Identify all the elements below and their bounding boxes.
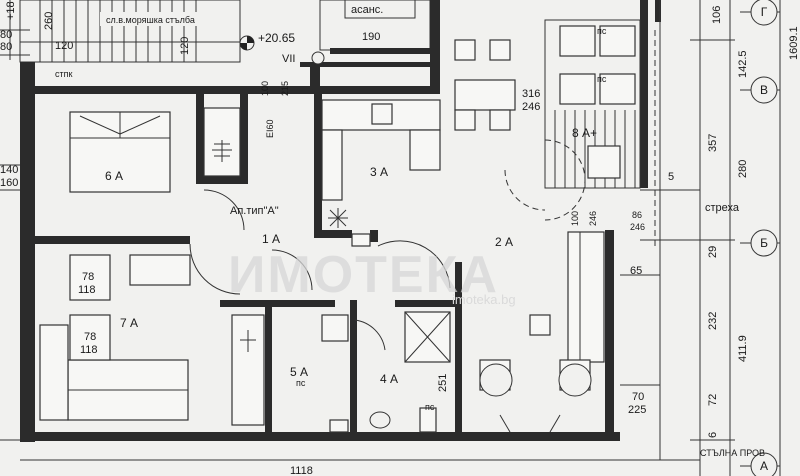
dim-160: 160	[0, 177, 18, 189]
kitchen-counter	[321, 99, 441, 247]
dim-246-c: 246	[630, 222, 645, 232]
dim-29: 29	[707, 246, 719, 258]
dim-411-9: 411.9	[737, 335, 749, 362]
room-8a: 8 А+	[572, 126, 597, 140]
dim-120-a: 120	[55, 40, 73, 52]
dim-357: 357	[707, 134, 719, 152]
terrace-8a	[544, 0, 661, 460]
stpk-label: стпк	[55, 69, 72, 79]
bed-7a	[39, 254, 265, 426]
dim-251: 251	[437, 374, 449, 392]
dim-190: 190	[362, 31, 380, 43]
dim-215: 215	[280, 81, 290, 96]
axis-b: Б	[760, 236, 768, 250]
right-dimension-lines	[20, 0, 781, 476]
ps-label-4a: пс	[425, 402, 435, 412]
dim-246-a: 246	[522, 101, 540, 113]
dim-280: 280	[737, 160, 749, 178]
dim-1118: 1118	[290, 465, 313, 476]
watermark-brand: ИМОТЕКА	[228, 246, 499, 304]
room-7a: 7 А	[120, 316, 138, 330]
dim-260: 260	[43, 12, 55, 30]
level-marker	[239, 35, 325, 65]
dim-65: 65	[630, 265, 642, 277]
dim-142-5: 142.5	[737, 50, 749, 78]
room-4a: 4 А	[380, 372, 398, 386]
dim-118-b: 118	[80, 344, 98, 356]
bed-6a	[69, 111, 171, 193]
dim-118-a: 118	[78, 284, 96, 296]
living-furniture	[479, 231, 605, 433]
dim-225: 225	[628, 404, 646, 416]
dim-72: 72	[707, 394, 719, 406]
bottom-label: СТЪЛНА ПРОВ	[700, 448, 765, 458]
dim-120-b: 120	[179, 37, 191, 55]
bathroom-4a	[369, 311, 451, 433]
level-mark: +20.65	[258, 31, 295, 45]
room-3a: 3 А	[370, 165, 388, 179]
dim-140: 140	[0, 164, 18, 176]
watermark-site: imoteka.bg	[452, 292, 516, 307]
apartment-type: Ап.тип"А"	[230, 205, 279, 217]
dim-plus-18: +18	[5, 1, 17, 20]
dim-86: 86	[632, 210, 642, 220]
dim-6: 6	[707, 432, 719, 438]
dim-80: 80	[0, 29, 12, 41]
walls	[20, 0, 661, 442]
room-6a: 6 А	[105, 169, 123, 183]
bathroom-5a	[321, 314, 349, 433]
dim-106: 106	[711, 6, 723, 24]
axis-g: Г	[761, 5, 768, 19]
dim-232: 232	[707, 312, 719, 330]
dim-78-a: 78	[82, 271, 94, 283]
floor-number: VII	[282, 53, 295, 65]
ei60-label: EI60	[265, 119, 275, 138]
dim-100-b: 100	[570, 211, 580, 226]
room-5a: 5 А	[290, 365, 308, 379]
wardrobe	[203, 107, 241, 177]
dim-80-b: 80	[0, 41, 12, 53]
room-1a: 1 А	[262, 232, 280, 246]
dim-100: 100	[260, 81, 270, 96]
ps-label-5a: пс	[296, 378, 306, 388]
axis-markers: Г В Б А	[750, 0, 778, 476]
ps-label-2: пс	[597, 74, 607, 84]
stair	[19, 0, 241, 63]
dim-78-b: 78	[84, 331, 96, 343]
dim-1609-1: 1609.1	[788, 26, 800, 60]
ps-label-1: пс	[597, 26, 607, 36]
stair-label: сл.в.моряшка стълба	[106, 15, 195, 25]
dim-5: 5	[668, 171, 674, 183]
eaves-label: стреха	[705, 202, 740, 214]
dining-table	[454, 39, 516, 131]
room-2a: 2 А	[495, 235, 513, 249]
axis-a: А	[760, 459, 768, 473]
dim-70: 70	[632, 391, 644, 403]
left-dimension-strip	[0, 0, 30, 441]
door-swings	[189, 139, 586, 351]
dim-246-b: 246	[588, 211, 598, 226]
elevator-label: асанс.	[351, 4, 383, 16]
axis-v: В	[760, 83, 768, 97]
dim-316: 316	[522, 88, 540, 100]
